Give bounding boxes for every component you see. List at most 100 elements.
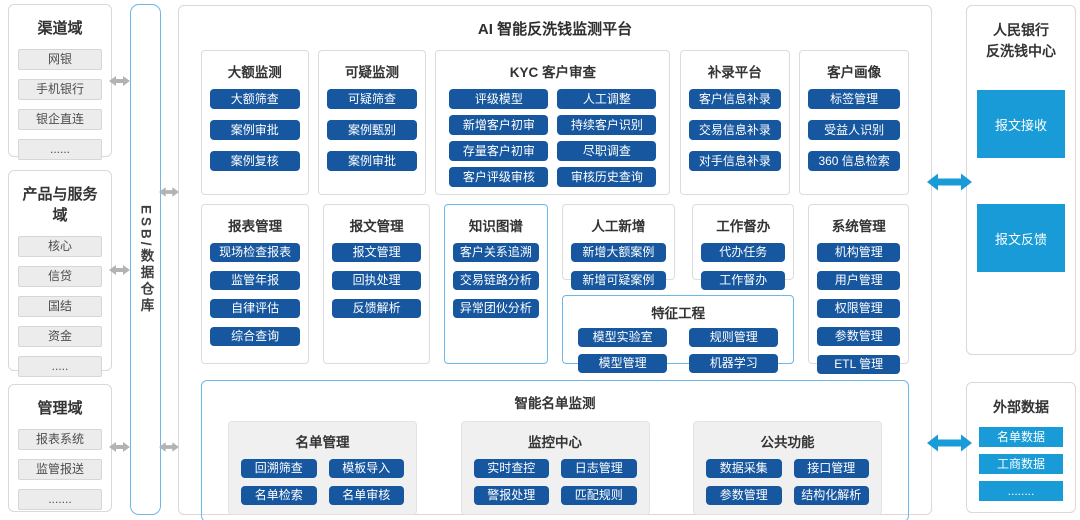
feature-chip: 大额筛查 (210, 89, 300, 109)
feature-chip: 代办任务 (701, 243, 786, 262)
bidirectional-arrow-icon (159, 187, 179, 197)
module-title: 工作督办 (716, 219, 771, 234)
domain-item: 核心 (18, 236, 102, 257)
feature-chip: 名单检索 (241, 486, 317, 505)
feature-box-slot: 特征工程模型实验室规则管理模型管理机器学习 (562, 295, 795, 373)
external-data-title: 外部数据 (993, 399, 1049, 415)
external-data-item: 工商数据 (979, 454, 1063, 474)
feature-chip: 实时查控 (473, 459, 549, 478)
domain-item: 网银 (18, 49, 102, 70)
feature-chip: 标签管理 (808, 89, 900, 109)
feature-chip: 模板导入 (328, 459, 404, 478)
feature-chip: 尽职调查 (557, 141, 657, 161)
module-buttons: 报文管理回执处理反馈解析 (332, 243, 421, 318)
feature-chip: 可疑筛查 (327, 89, 417, 109)
module-large-amount-monitor: 大额监测大额筛查案例审批案例复核 (201, 50, 309, 195)
module-title: KYC 客户审查 (509, 65, 596, 80)
module-buttons: 可疑筛查案例甄别案例审批 (327, 89, 417, 171)
platform-panel: AI 智能反洗钱监测平台 大额监测大额筛查案例审批案例复核可疑监测可疑筛查案例甄… (178, 5, 932, 520)
feature-chip: 新增大额案例 (571, 243, 666, 262)
feature-chip: 监管年报 (210, 271, 301, 290)
module-mid-group: 人工新增新增大额案例新增可疑案例工作督办代办任务工作督办 特征工程模型实验室规则… (562, 204, 795, 373)
module-title: 大额监测 (227, 65, 282, 80)
domain-item: 国结 (18, 296, 102, 317)
feature-chip: 名单审核 (328, 486, 404, 505)
panel-list-management: 名单管理回溯筛查模板导入名单检索名单审核 (228, 421, 417, 515)
feature-chip: 综合查询 (210, 327, 301, 346)
feature-chip: 匹配规则 (561, 486, 637, 505)
feature-chip: 评级模型 (449, 89, 549, 109)
module-suspicious-monitor: 可疑监测可疑筛查案例甄别案例审批 (318, 50, 426, 195)
panel-title: 公共功能 (760, 435, 815, 450)
domain-title: 管理域 (37, 400, 83, 417)
bidirectional-arrow-icon (927, 173, 972, 191)
smart-list-panels: 名单管理回溯筛查模板导入名单检索名单审核监控中心实时查控日志管理警报处理匹配规则… (228, 421, 882, 515)
domain-item: ....... (18, 489, 102, 510)
module-work-supervision: 工作督办代办任务工作督办 (692, 204, 795, 290)
panel-buttons: 实时查控日志管理警报处理匹配规则 (473, 459, 637, 505)
module-buttons: 代办任务工作督办 (701, 243, 786, 290)
smart-list-monitor-box: 智能名单监测 名单管理回溯筛查模板导入名单检索名单审核监控中心实时查控日志管理警… (201, 380, 909, 520)
feature-chip: 数据采集 (706, 459, 782, 478)
feature-chip: 模型实验室 (578, 328, 668, 347)
domain-box-product-service: 产品与服务域 核心信贷国结资金..... (8, 170, 112, 377)
feature-chip: 自律评估 (210, 299, 301, 318)
module-buttons: 客户信息补录交易信息补录对手信息补录 (688, 89, 781, 171)
domain-item: 资金 (18, 326, 102, 347)
domain-item: ...... (18, 139, 102, 160)
feature-chip: 规则管理 (689, 328, 779, 347)
pboc-aml-center-box: 人民银行 反洗钱中心 报文接收 报文反馈 (966, 5, 1076, 355)
message-receive-block: 报文接收 (977, 90, 1065, 158)
module-mid-top: 人工新增新增大额案例新增可疑案例工作督办代办任务工作督办 (562, 204, 795, 290)
domain-title: 产品与服务域 (22, 186, 98, 224)
module-title: 系统管理 (831, 219, 886, 234)
domain-item: 信贷 (18, 266, 102, 287)
feature-chip: 异常团伙分析 (452, 299, 539, 318)
domain-item: ..... (18, 356, 102, 377)
pboc-title-line1: 人民银行 (993, 22, 1049, 38)
module-title: 报表管理 (228, 219, 283, 234)
module-message-management: 报文管理报文管理回执处理反馈解析 (323, 204, 430, 364)
module-title: 可疑监测 (344, 65, 399, 80)
panel-buttons: 回溯筛查模板导入名单检索名单审核 (241, 459, 404, 505)
domain-title: 渠道域 (37, 20, 83, 37)
module-row-2: 报表管理现场检查报表监管年报自律评估综合查询报文管理报文管理回执处理反馈解析知识… (201, 204, 909, 374)
module-title: 报文管理 (349, 219, 404, 234)
feature-chip: 接口管理 (793, 459, 869, 478)
external-data-item: 名单数据 (979, 427, 1063, 447)
module-title: 特征工程 (651, 306, 706, 321)
bidirectional-arrow-icon (109, 76, 130, 86)
esb-label: ESB/数据仓库 (138, 204, 154, 315)
feature-chip: 警报处理 (473, 486, 549, 505)
pboc-title-line2: 反洗钱中心 (986, 43, 1056, 59)
domain-item-list: 网银手机银行银企直连...... (18, 49, 102, 160)
feature-chip: 对手信息补录 (688, 151, 781, 171)
bidirectional-arrow-icon (109, 442, 130, 452)
feature-chip: 参数管理 (817, 327, 900, 346)
panel-title: 名单管理 (295, 435, 350, 450)
feature-chip: 案例复核 (210, 151, 300, 171)
feature-chip: 交易链路分析 (452, 271, 539, 290)
feature-chip: 客户评级审核 (449, 167, 549, 187)
external-data-list: 名单数据工商数据........ (979, 427, 1063, 501)
module-buttons: 现场检查报表监管年报自律评估综合查询 (210, 243, 301, 346)
domain-item-list: 核心信贷国结资金..... (18, 236, 102, 377)
feature-chip: 新增可疑案例 (571, 271, 666, 290)
module-report-management: 报表管理现场检查报表监管年报自律评估综合查询 (201, 204, 310, 364)
smart-list-title: 智能名单监测 (514, 396, 596, 411)
feature-chip: 客户关系追溯 (452, 243, 539, 262)
module-title: 补录平台 (707, 65, 762, 80)
external-data-box: 外部数据 名单数据工商数据........ (966, 382, 1076, 513)
bidirectional-arrow-icon (927, 434, 972, 452)
bidirectional-arrow-icon (109, 265, 130, 275)
domain-item: 手机银行 (18, 79, 102, 100)
feature-chip: 机构管理 (817, 243, 900, 262)
module-buttons: 客户关系追溯交易链路分析异常团伙分析 (452, 243, 539, 318)
feature-chip: 权限管理 (817, 299, 900, 318)
module-title: 客户画像 (827, 65, 882, 80)
external-data-item: ........ (979, 481, 1063, 501)
module-buttons: 评级模型人工调整新增客户初审持续客户识别存量客户初审尽职调查客户评级审核审核历史… (444, 89, 661, 187)
module-manual-add: 人工新增新增大额案例新增可疑案例 (562, 204, 675, 290)
